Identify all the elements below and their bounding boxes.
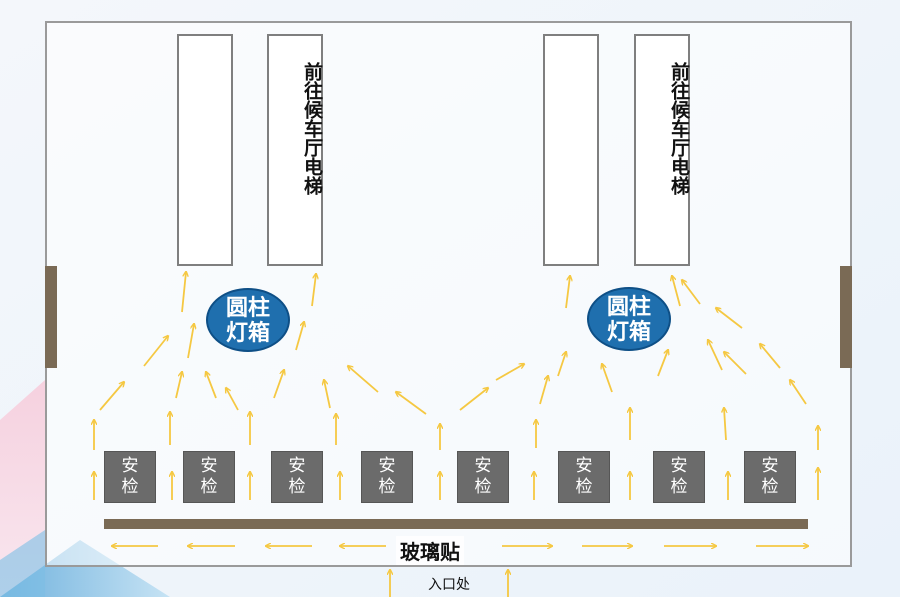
security-checkpoint-2: 安检	[183, 451, 235, 503]
checkpoint-label: 安检	[288, 456, 306, 497]
lightbox-label: 圆柱灯箱	[606, 295, 651, 345]
security-checkpoint-8: 安检	[744, 451, 796, 503]
security-checkpoint-3: 安检	[271, 451, 323, 503]
right-side-door	[840, 266, 852, 368]
elevator-label: 前往候车厅电梯	[668, 62, 690, 195]
column-lightbox-left: 圆柱灯箱	[206, 288, 290, 352]
security-checkpoint-6: 安检	[558, 451, 610, 503]
checkpoint-label: 安检	[378, 456, 396, 497]
elevator-label: 前往候车厅电梯	[301, 62, 323, 195]
elevator-left-1	[177, 34, 233, 266]
left-side-door	[45, 266, 57, 368]
security-checkpoint-1: 安检	[104, 451, 156, 503]
security-checkpoint-5: 安检	[457, 451, 509, 503]
checkpoint-label: 安检	[121, 456, 139, 497]
column-lightbox-right: 圆柱灯箱	[587, 287, 671, 351]
glass-film-label: 玻璃贴	[396, 536, 464, 565]
elevator-right-2: 前往候车厅电梯	[634, 34, 690, 266]
elevator-left-2: 前往候车厅电梯	[267, 34, 323, 266]
security-checkpoint-4: 安检	[361, 451, 413, 503]
glass-film-bar	[104, 519, 808, 529]
checkpoint-label: 安检	[474, 456, 492, 497]
checkpoint-label: 安检	[575, 456, 593, 497]
security-checkpoint-7: 安检	[653, 451, 705, 503]
checkpoint-label: 安检	[761, 456, 779, 497]
entrance-label: 入口处	[428, 577, 470, 593]
elevator-right-1	[543, 34, 599, 266]
checkpoint-label: 安检	[670, 456, 688, 497]
checkpoint-label: 安检	[200, 456, 218, 497]
lightbox-label: 圆柱灯箱	[225, 296, 270, 346]
station-hall-floor-plan	[45, 21, 852, 567]
